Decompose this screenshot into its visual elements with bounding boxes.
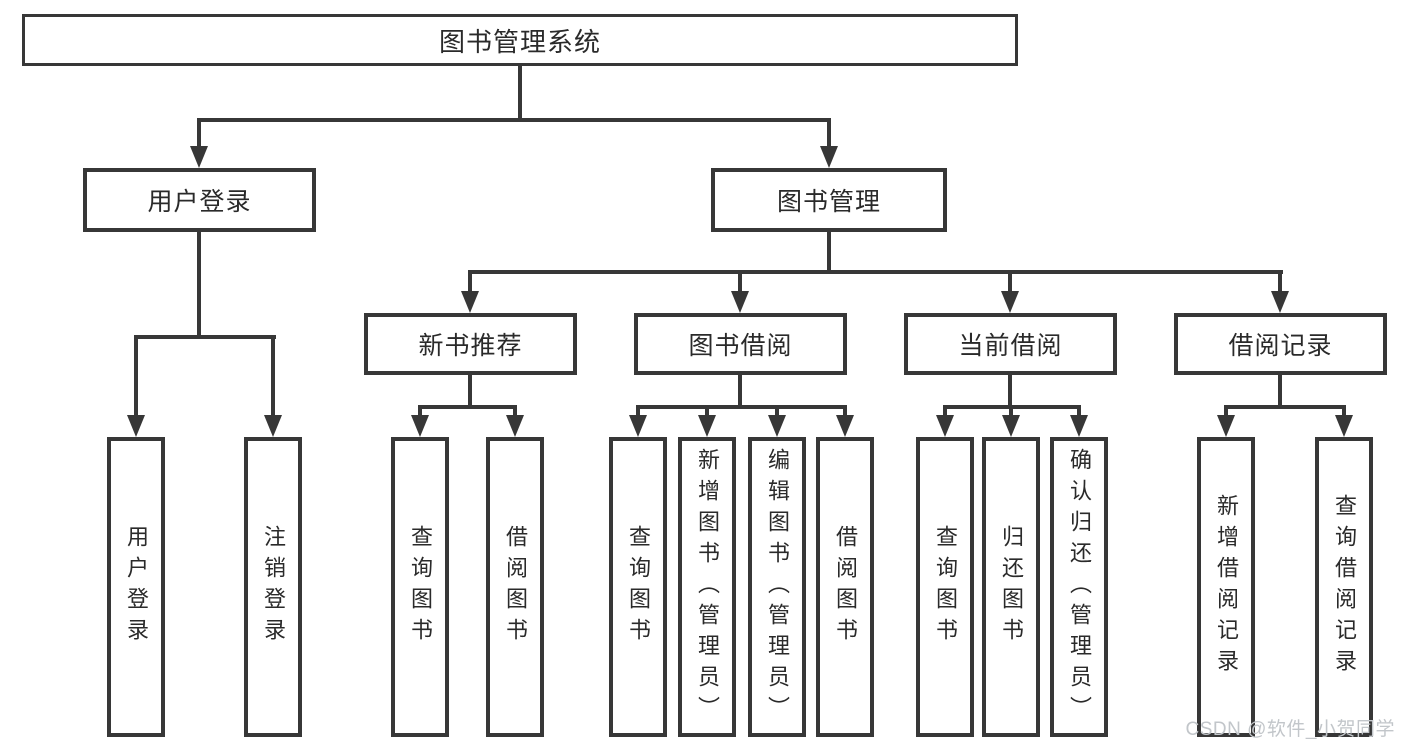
leaf-label: 借阅图书 [503,525,528,649]
connector-drop-leaf [1224,407,1228,419]
connector-drop-ul-login [134,337,138,417]
leaf-add-borrow-record: 新增借阅记录 [1197,437,1255,737]
connector-user-login-trunk [197,231,201,337]
connector-borrow-records-trunk [1278,374,1282,407]
leaf-logout: 注销登录 [244,437,302,737]
arrow-down-icon [731,291,749,313]
leaf-label: 借阅图书 [833,525,858,649]
arrow-down-icon [768,415,786,437]
connector-drop-borrow-records [1278,272,1282,294]
leaf-label: 新增借阅记录 [1214,494,1239,680]
leaf-edit-books-admin: 编辑图书（管理员） [748,437,806,737]
node-library-system: 图书管理系统 [22,14,1018,66]
arrow-down-icon [190,146,208,168]
node-book-borrowing: 图书借阅 [634,313,847,375]
leaf-label: 编辑图书（管理员） [765,447,790,727]
connector-drop-user-login [197,120,201,148]
node-current-borrowing: 当前借阅 [904,313,1117,375]
leaf-label: 用户登录 [124,525,149,649]
connector-drop-leaf [418,407,422,419]
connector-level2-horizontal [197,118,831,122]
node-book-management: 图书管理 [711,168,947,232]
connector-drop-leaf [705,407,709,419]
leaf-confirm-return-admin: 确认归还（管理员） [1050,437,1108,737]
connector-drop-book-borrow [738,272,742,294]
leaf-user-login: 用户登录 [107,437,165,737]
arrow-down-icon [264,415,282,437]
connector-borrow-records-horizontal [1224,405,1346,409]
leaf-borrow-books: 借阅图书 [816,437,874,737]
node-user-login: 用户登录 [83,168,316,232]
arrow-down-icon [820,146,838,168]
leaf-query-books-current: 查询图书 [916,437,974,737]
leaf-query-books-borrow: 查询图书 [609,437,667,737]
leaf-label: 查询图书 [408,525,433,649]
connector-level3-horizontal [468,270,1283,274]
leaf-borrow-books-recommend: 借阅图书 [486,437,544,737]
connector-drop-leaf [1009,407,1013,419]
leaf-label: 新增图书（管理员） [695,447,720,727]
leaf-query-borrow-record: 查询借阅记录 [1315,437,1373,737]
node-borrowing-records: 借阅记录 [1174,313,1387,375]
arrow-down-icon [1335,415,1353,437]
arrow-down-icon [1217,415,1235,437]
leaf-label: 归还图书 [999,525,1024,649]
connector-book-mgmt-trunk [827,231,831,272]
connector-drop-leaf [775,407,779,419]
connector-drop-new-book-rec [468,272,472,294]
leaf-label: 查询图书 [626,525,651,649]
connector-user-login-horizontal [134,335,276,339]
arrow-down-icon [1070,415,1088,437]
leaf-return-books: 归还图书 [982,437,1040,737]
connector-new-book-rec-horizontal [418,405,517,409]
arrow-down-icon [936,415,954,437]
arrow-down-icon [629,415,647,437]
connector-drop-book-mgmt [827,120,831,148]
connector-book-borrow-horizontal [636,405,847,409]
connector-drop-leaf [843,407,847,419]
leaf-query-books-recommend: 查询图书 [391,437,449,737]
arrow-down-icon [698,415,716,437]
node-new-book-recommend: 新书推荐 [364,313,577,375]
connector-book-borrow-trunk [738,374,742,407]
connector-drop-ul-logout [271,337,275,417]
connector-drop-current-borrow [1008,272,1012,294]
connector-root-trunk [518,66,522,120]
arrow-down-icon [127,415,145,437]
connector-drop-leaf [1342,407,1346,419]
arrow-down-icon [411,415,429,437]
connector-drop-leaf [943,407,947,419]
connector-new-book-rec-trunk [468,374,472,407]
leaf-label: 查询图书 [933,525,958,649]
leaf-label: 查询借阅记录 [1332,494,1357,680]
connector-drop-leaf [636,407,640,419]
connector-drop-leaf [513,407,517,419]
leaf-add-books-admin: 新增图书（管理员） [678,437,736,737]
arrow-down-icon [461,291,479,313]
arrow-down-icon [1002,415,1020,437]
leaf-label: 确认归还（管理员） [1067,447,1092,727]
arrow-down-icon [1271,291,1289,313]
arrow-down-icon [836,415,854,437]
arrow-down-icon [506,415,524,437]
leaf-label: 注销登录 [261,525,286,649]
connector-current-borrow-trunk [1008,374,1012,407]
connector-drop-leaf [1077,407,1081,419]
arrow-down-icon [1001,291,1019,313]
watermark: CSDN @软件_小贺同学 [1185,719,1395,740]
